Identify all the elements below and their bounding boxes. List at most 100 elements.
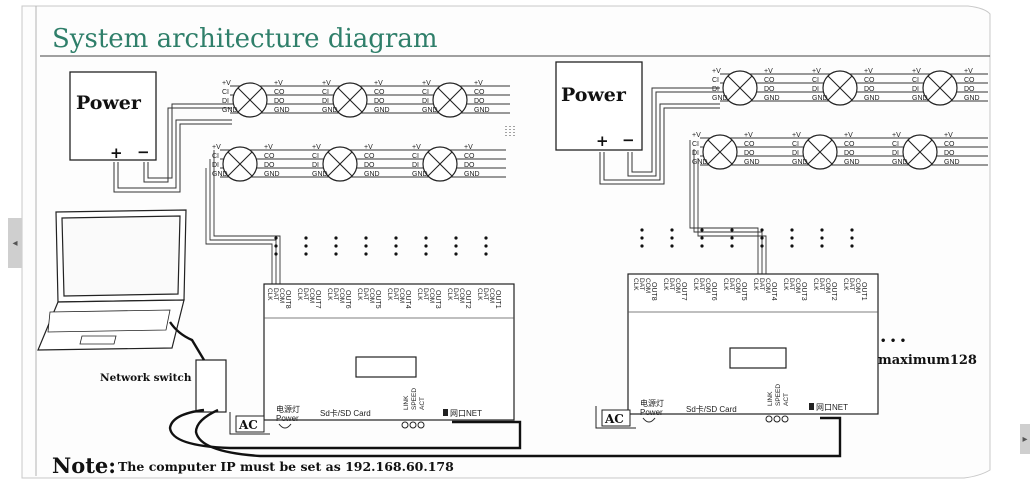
strip-pin-label: CI [312,153,319,160]
strip-pin-label: CO [944,141,955,148]
port-pin-label: CLK [842,278,849,291]
speed-right: SPEED [775,384,782,406]
link-right: LINK [767,391,774,406]
net-left: 网口NET [450,409,482,418]
ac-input-right: AC [595,406,636,429]
port-pin-label: CLK [692,278,699,291]
port-pin-label: COM [674,278,681,293]
strip-pin-label: GND [792,159,808,166]
strip-pin-label: CI [912,77,919,84]
note-label: Note: [52,453,116,478]
output-port-label: OUT4 [770,282,777,301]
port-pin-label: DAT [668,278,675,291]
strip-left-bottom: +VCIDIGND+VCODOGND+VCIDIGND+VCODOGND+VCI… [212,144,506,182]
strip-pin-label: DO [864,86,875,93]
output-port-label: OUT8 [284,290,291,309]
strip-pin-label: +V [912,68,921,75]
strip-pin-label: CI [322,89,329,96]
port-pin-label: CLK [782,278,789,291]
strip-pin-label: CO [274,89,285,96]
power-label-left: Power [76,92,142,114]
power-minus-left: − [137,143,150,161]
strip-pin-label: DI [222,98,229,105]
strip-pin-label: CI [212,153,219,160]
port-pin-label: COM [368,288,375,303]
port-pin-label: CLK [446,288,453,301]
strip-pin-label: GND [464,171,480,178]
strip-pin-label: GND [912,95,928,102]
port-pin-label: CLK [386,288,393,301]
power-supply-left: Power + − [69,71,157,162]
strip-pin-label: CI [812,77,819,84]
port-pin-label: COM [704,278,711,293]
diagram-title: System architecture diagram [52,24,438,54]
strip-pin-label: GND [422,107,438,114]
strip-pin-label: DO [274,98,285,105]
strip-pin-label: DO [744,150,755,157]
more-controllers-ellipsis: • • • [880,336,906,347]
strip-pin-label: DO [364,162,375,169]
strip-pin-label: GND [412,171,428,178]
port-pin-label: COM [764,278,771,293]
port-pin-label: COM [794,278,801,293]
port-pin-label: CLK [632,278,639,291]
sd-card-left: Sd卡/SD Card [320,408,371,418]
strip-pin-label: CI [422,89,429,96]
port-pin-label: CLK [356,288,363,301]
port-pin-label: DAT [302,288,309,301]
strip-pin-label: GND [692,159,708,166]
strip-pin-label: +V [412,144,421,151]
strip-right-top: +VCIDIGND+VCODOGND+VCIDIGND+VCODOGND+VCI… [712,68,988,106]
strip-pin-label: +V [744,132,753,139]
strip-pin-label: DI [212,162,219,169]
previous-page-button[interactable]: ◂ [8,218,22,268]
strip-pin-label: DI [812,86,819,93]
port-pin-label: CLK [416,288,423,301]
strip-pin-label: CI [792,141,799,148]
strip-pin-label: GND [274,107,290,114]
strip-pin-label: DI [692,150,699,157]
strip-pin-label: DI [712,86,719,93]
port-pin-label: COM [644,278,651,293]
power-plus-left: + [110,144,123,162]
strip-pin-label: DI [912,86,919,93]
ac-label-left: AC [238,418,258,432]
strip-pin-label: GND [312,171,328,178]
output-port-label: OUT8 [650,282,657,301]
port-pin-label: CLK [752,278,759,291]
port-pin-label: DAT [422,288,429,301]
strip-pin-label: +V [464,144,473,151]
data-wires [205,140,767,284]
strip-pin-label: +V [944,132,953,139]
strip-pin-label: CO [464,153,475,160]
strip-pin-label: +V [222,80,231,87]
port-pin-label: DAT [452,288,459,301]
strip-pin-label: CO [764,77,775,84]
port-pin-label: COM [308,288,315,303]
strip-pin-label: DI [892,150,899,157]
next-page-button[interactable]: ▸ [1020,424,1030,454]
output-port-label: OUT6 [710,282,717,301]
net-right: 网口NET [816,403,848,412]
strip-pin-label: GND [744,159,760,166]
strip-pin-label: DO [264,162,275,169]
output-port-label: OUT5 [374,290,381,309]
port-pin-label: COM [824,278,831,293]
strip-pin-label: +V [312,144,321,151]
port-pin-label: COM [428,288,435,303]
output-port-label: OUT3 [800,282,807,301]
strip-pin-label: +V [474,80,483,87]
port-pin-label: DAT [848,278,855,291]
strip-pin-label: DI [412,162,419,169]
output-port-label: OUT2 [464,290,471,309]
port-pin-label: COM [458,288,465,303]
strip-pin-label: CO [964,77,975,84]
output-port-label: OUT2 [830,282,837,301]
strip-pin-label: GND [892,159,908,166]
indicator-label-left: 电源灯 [276,404,300,414]
strip-pin-label: +V [812,68,821,75]
